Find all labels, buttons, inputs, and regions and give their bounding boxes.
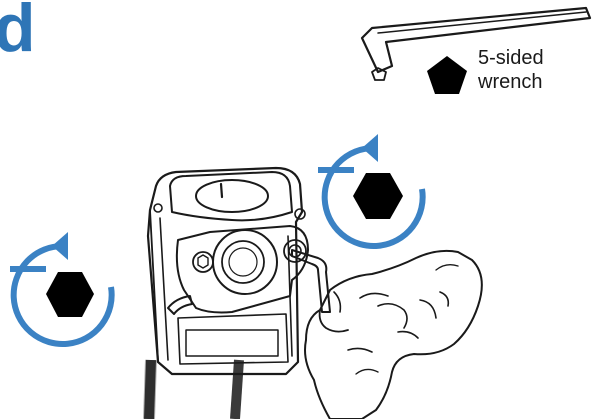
tube-left xyxy=(144,359,156,419)
wrench-label-line2: wrench xyxy=(477,71,542,93)
minus-sign-icon xyxy=(10,266,46,272)
tube-right xyxy=(230,359,244,419)
pentagon-icon xyxy=(427,56,467,94)
roller-plate xyxy=(167,225,309,315)
allen-wrench-icon xyxy=(360,6,592,81)
inserted-wrench-icon xyxy=(291,249,331,313)
left-screw xyxy=(192,251,214,273)
hexagon-icon xyxy=(46,272,94,317)
minus-sign-icon xyxy=(318,167,354,173)
rotation-indicator-right xyxy=(318,134,426,249)
step-letter: d xyxy=(0,0,36,66)
wrench-legend: 5-sided wrench xyxy=(360,6,592,94)
hand-illustration xyxy=(304,249,483,419)
hexagon-icon xyxy=(353,173,403,219)
top-dome xyxy=(195,179,269,213)
arrowhead-icon xyxy=(362,134,378,162)
right-screw xyxy=(283,239,307,263)
pump-housing xyxy=(143,166,306,419)
rotation-indicator-left xyxy=(10,232,115,347)
wrench-label-line1: 5-sided xyxy=(478,47,544,69)
counterclockwise-arrow-icon xyxy=(10,242,115,347)
arrowhead-icon xyxy=(52,232,68,260)
counterclockwise-arrow-icon xyxy=(321,144,426,249)
